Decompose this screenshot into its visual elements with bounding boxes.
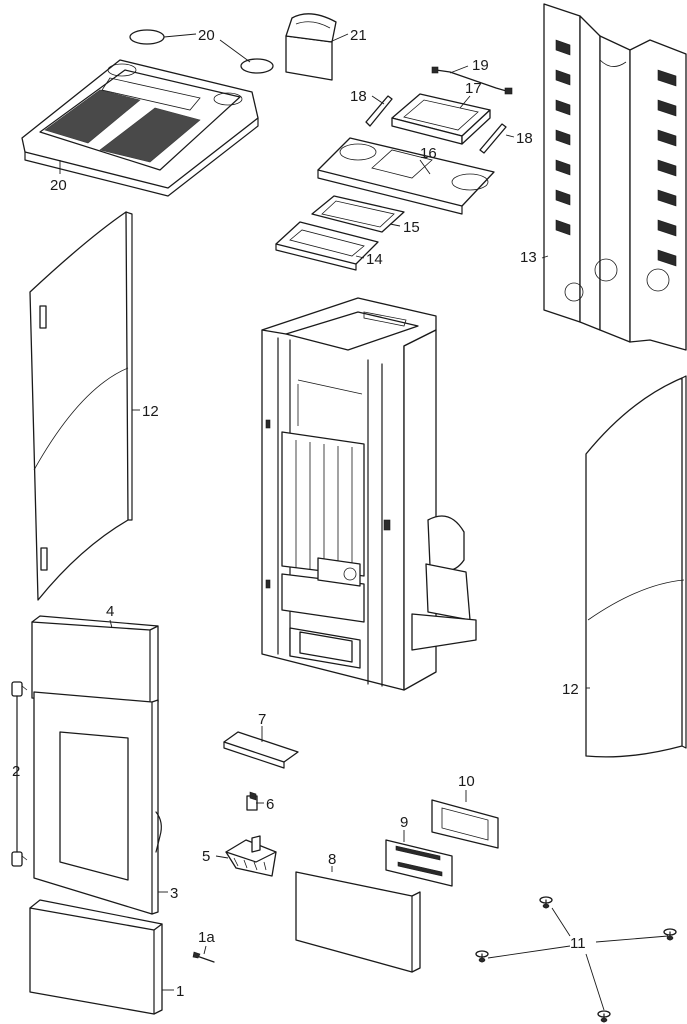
part-12-side-panel-right (585, 375, 687, 758)
part-21-housing (285, 13, 337, 81)
top-cover-vent-grille (44, 89, 201, 163)
part-19-sensor-cable (431, 66, 513, 95)
part-18-bracket-left (365, 95, 393, 127)
callout-13: 13 (520, 249, 537, 266)
part-4-upper-front-panel (31, 615, 159, 707)
part-18-bracket-right (479, 123, 507, 154)
callout-18-right: 18 (516, 130, 533, 147)
leader-lines (59, 33, 669, 1011)
part-10-gasket (431, 799, 499, 849)
callout-20-cover: 20 (50, 177, 67, 194)
callout-20-cap: 20 (198, 27, 215, 44)
callout-19: 19 (472, 57, 489, 74)
part-20-cap-disc (129, 29, 274, 74)
callout-3: 3 (170, 885, 178, 902)
callout-7: 7 (258, 711, 266, 728)
callout-10: 10 (458, 773, 475, 790)
callout-21: 21 (350, 27, 367, 44)
part-9-flange (385, 839, 453, 887)
foot-2 (663, 928, 677, 941)
callout-11: 11 (570, 935, 586, 952)
part-17-control-box (391, 93, 491, 145)
callout-15: 15 (403, 219, 420, 236)
callout-16: 16 (420, 145, 437, 162)
part-11-leveling-feet (475, 896, 677, 1023)
part-16-top-plate (317, 137, 495, 215)
callout-9: 9 (400, 814, 408, 831)
callout-12-left: 12 (142, 403, 159, 420)
part-20-top-cover (21, 59, 259, 197)
part-3-glass-door (33, 691, 162, 915)
foot-1 (539, 896, 553, 909)
part-7-bracket (223, 731, 299, 769)
foot-4 (597, 1010, 611, 1023)
part-1a-screw (192, 951, 215, 963)
part-12-side-panel-left (29, 211, 133, 601)
part-15-gasket (311, 195, 405, 233)
callout-1: 1 (176, 983, 184, 1000)
callout-18-left: 18 (350, 88, 367, 105)
part-13-back-panel (543, 3, 687, 351)
part-8-ash-panel (295, 871, 421, 973)
part-14-frame (275, 221, 379, 271)
callout-14: 14 (366, 251, 383, 268)
callout-labels: 20 20 21 19 18 17 18 16 15 14 13 12 12 4… (12, 27, 586, 1000)
callout-17: 17 (465, 80, 482, 97)
part-5-burn-pot (225, 835, 277, 877)
callout-12-right: 12 (562, 681, 579, 698)
callout-1a: 1a (198, 929, 215, 946)
callout-8: 8 (328, 851, 336, 868)
foot-3 (475, 950, 489, 963)
fire-chamber-bars (295, 440, 353, 574)
callout-5: 5 (202, 848, 210, 865)
back-panel-vent-slots (555, 39, 677, 267)
stove-body-frame (261, 297, 477, 691)
part-2-door-hinges (11, 681, 28, 867)
callout-2: 2 (12, 763, 20, 780)
part-6-clip (246, 791, 258, 811)
callout-6: 6 (266, 796, 274, 813)
part-1-lower-front-panel (29, 899, 163, 1015)
callout-4: 4 (106, 603, 114, 620)
